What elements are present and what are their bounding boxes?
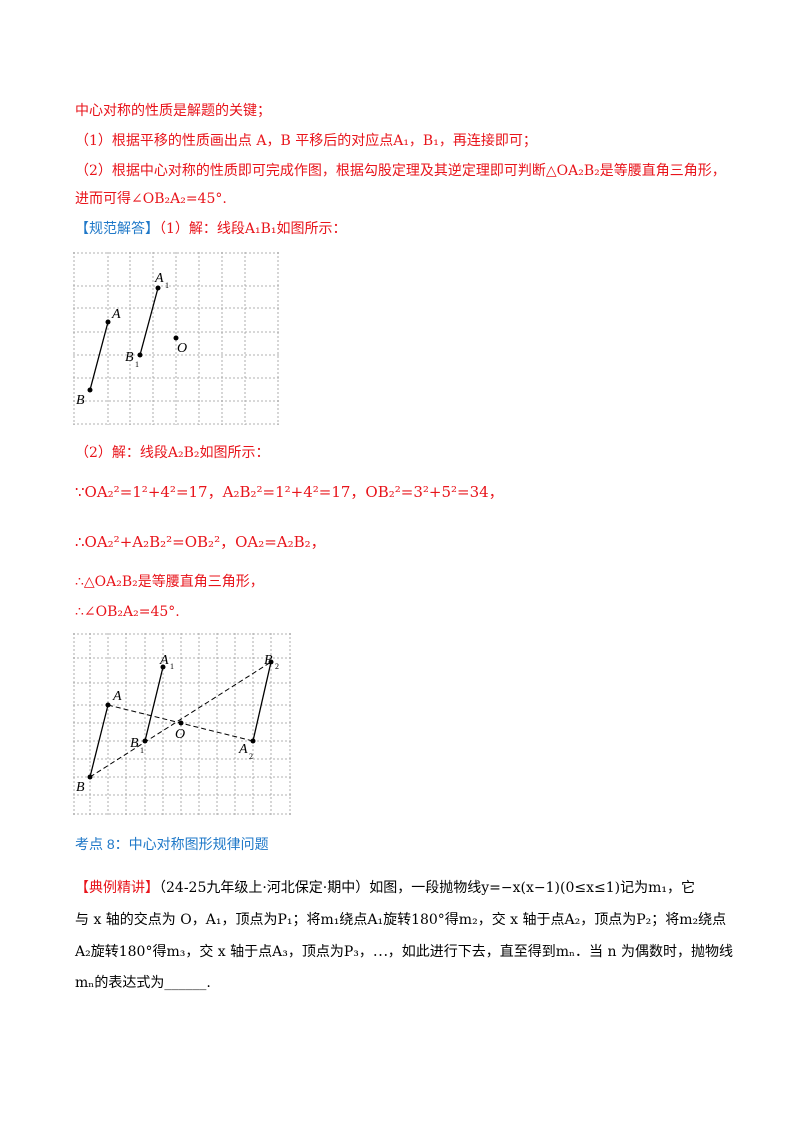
analysis-step-2b: 进而可得∠OB₂A₂=45°. — [75, 191, 227, 207]
label-O-2: O — [175, 727, 185, 742]
analysis-intro: 中心对称的性质是解题的关键； — [75, 103, 271, 119]
point-A-2 — [105, 702, 111, 708]
step-therefore-1: ∴OA₂²+A₂B₂²=OB₂²，OA₂=A₂B₂， — [75, 533, 326, 551]
point-O-2 — [178, 720, 184, 726]
segment-AB-2 — [89, 704, 109, 778]
example-line-1-text: （24-25九年级上·河北保定·期中）如图，一段抛物线y=−x(x−1)(0≤x… — [159, 880, 695, 896]
example-line-1: 【典例精讲】（24-25九年级上·河北保定·期中）如图，一段抛物线y=−x(x−… — [75, 878, 695, 898]
label-A1-sub-2: 1 — [170, 662, 174, 671]
label-A2-sub: 2 — [249, 752, 253, 761]
point-A2 — [250, 738, 256, 744]
label-B1-sub: 1 — [135, 360, 139, 369]
label-A2: A — [238, 742, 248, 757]
label-B1-2: B — [130, 736, 139, 751]
point-O — [173, 335, 179, 341]
answer-1-text: （1）解：线段A₁B₁如图所示： — [159, 221, 347, 237]
label-A1-sub: 1 — [165, 281, 169, 290]
label-A1-2: A — [159, 653, 169, 668]
label-A: A — [111, 307, 121, 322]
example-tag: 【典例精讲】 — [75, 880, 159, 896]
label-B1: B — [125, 350, 134, 365]
analysis-step-1: （1）根据平移的性质画出点 A，B 平移后的对应点A₁，B₁，再连接即可； — [75, 133, 537, 149]
answer-2: （2）解：线段A₂B₂如图所示： — [75, 445, 270, 461]
point-A — [105, 319, 111, 325]
section-title: 考点 8：中心对称图形规律问题 — [75, 836, 269, 852]
answer-line-1: 【规范解答】（1）解：线段A₁B₁如图所示： — [75, 219, 347, 239]
point-A1-2 — [160, 664, 166, 670]
label-B2-sub: 2 — [275, 662, 279, 671]
point-A1 — [155, 285, 161, 291]
segment-AB — [89, 321, 109, 391]
label-A-2: A — [112, 689, 122, 704]
label-B: B — [76, 393, 85, 408]
figure-1-grid: A B A 1 B 1 O — [73, 252, 279, 425]
step-therefore-3: ∴∠OB₂A₂=45°. — [75, 604, 180, 620]
example-line-3: A₂旋转180°得m₃，交 x 轴于点A₃，顶点为P₃，⋯，如此进行下去，直至得… — [75, 944, 733, 960]
analysis-step-2a: （2）根据中心对称的性质即可完成作图，根据勾股定理及其逆定理即可判断△OA₂B₂… — [75, 163, 726, 179]
segment-A2B2 — [252, 661, 272, 742]
segment-A1B1 — [139, 287, 159, 356]
point-B1-2 — [142, 738, 148, 744]
answer-tag: 【规范解答】 — [75, 221, 159, 237]
label-B-2: B — [76, 780, 85, 795]
dashed-B-B2 — [89, 661, 272, 778]
example-line-2: 与 x 轴的交点为 O，A₁，顶点为P₁；将m₁绕点A₁旋转180°得m₂，交 … — [75, 912, 727, 928]
step-because: ∵OA₂²=1²+4²=17，A₂B₂²=1²+4²=17，OB₂²=3²+5²… — [75, 483, 504, 501]
label-O: O — [177, 341, 187, 356]
point-B2 — [268, 659, 274, 665]
figure-2-grid: A B A 1 B 1 O A 2 B 2 — [73, 633, 291, 815]
point-B-2 — [87, 774, 93, 780]
label-B1-sub-2: 1 — [140, 746, 144, 755]
point-B1 — [137, 352, 143, 358]
point-B — [87, 387, 93, 393]
step-therefore-2: ∴△OA₂B₂是等腰直角三角形， — [75, 574, 264, 590]
example-line-4: mₙ的表达式为______. — [75, 975, 211, 991]
label-B2: B — [264, 653, 273, 668]
segment-A1B1-2 — [144, 666, 164, 742]
label-A1: A — [154, 271, 164, 286]
